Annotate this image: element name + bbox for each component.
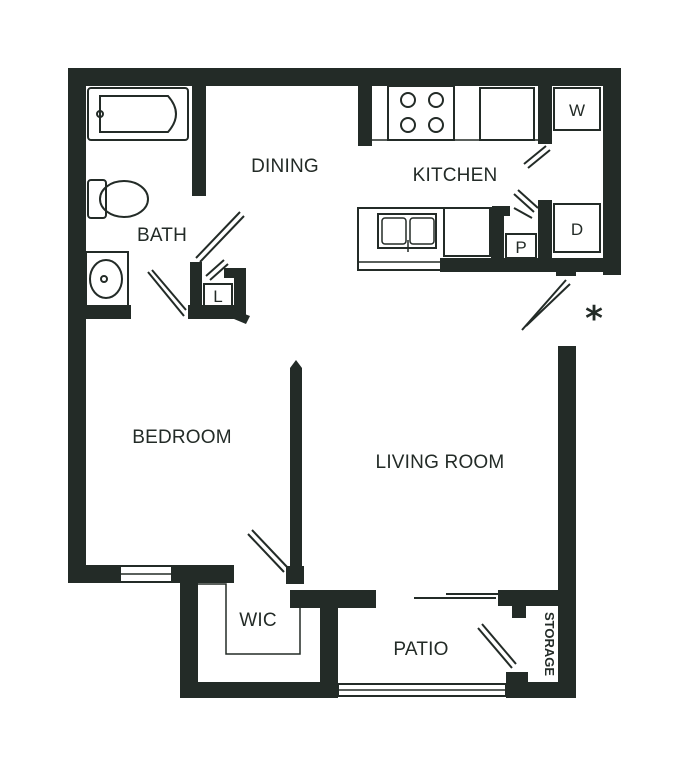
kitchen-counter [357, 207, 493, 271]
label-bedroom: BEDROOM [132, 427, 232, 448]
wall-laundry-left [538, 86, 552, 144]
label-patio: PATIO [393, 639, 448, 660]
wall-patio-bottom-right [506, 682, 576, 698]
wall-partition-tip [290, 360, 302, 368]
wall-kitchen-left-stub [358, 86, 372, 146]
washer-box [553, 87, 601, 131]
dryer-label: D [571, 220, 583, 239]
wall-linen-left [190, 262, 202, 319]
label-wic: WIC [239, 610, 277, 631]
washer-label: W [569, 101, 585, 120]
wall-bedroom-living [290, 368, 302, 573]
wall-bath-bottom-right [188, 305, 246, 319]
label-living-room: LIVING ROOM [376, 452, 505, 473]
wall-laundry-jamb [556, 258, 576, 276]
wall-bath-bottom [86, 305, 131, 319]
wall-right-kitchen [603, 68, 621, 275]
doors [147, 145, 571, 669]
stove [387, 85, 455, 141]
wall-storage-top [498, 590, 576, 606]
wall-wic-left [180, 565, 198, 698]
wic-shelf [198, 583, 301, 655]
walls [68, 68, 621, 698]
entry-asterisk: * [585, 299, 603, 339]
appliances: W D P L [203, 87, 601, 307]
bath-fixtures [85, 87, 189, 307]
wall-wic-bottom [180, 682, 338, 698]
label-dining: DINING [251, 156, 319, 177]
pantry-label: P [515, 238, 526, 257]
wall-linen-right [234, 270, 246, 319]
wall-living-bottom [290, 590, 376, 608]
wall-pantry-top [492, 206, 510, 216]
kitchen-sink [377, 213, 437, 249]
bath-sink [89, 259, 123, 299]
wall-left [68, 68, 86, 583]
room-labels: DINING KITCHEN BATH BEDROOM LIVING ROOM … [132, 156, 557, 676]
wall-top [68, 68, 621, 86]
wall-bedroom-bottom-left [68, 565, 120, 583]
wall-wic-top-right [286, 566, 304, 584]
linen-box [203, 283, 233, 307]
wall-linen-corner [234, 310, 250, 324]
label-kitchen: KITCHEN [413, 165, 498, 186]
windows [119, 565, 507, 697]
wall-laundry-left-lower [538, 200, 552, 262]
bath-vanity [85, 251, 129, 307]
dishwasher [443, 207, 491, 257]
kitchen-fixtures [357, 85, 538, 271]
wall-linen-top [224, 268, 246, 278]
toilet-tank [87, 179, 107, 219]
wall-bath-upper [192, 86, 206, 196]
toilet-bowl [99, 180, 149, 218]
wall-wic-right [320, 590, 338, 698]
label-storage: STORAGE [542, 612, 557, 676]
bathtub [87, 87, 189, 141]
label-bath: BATH [137, 225, 187, 246]
wall-right-living [558, 346, 576, 698]
wall-storage-stub [512, 598, 526, 618]
wall-pantry-left [492, 206, 504, 262]
dryer-box [553, 203, 601, 253]
linen-label: L [213, 287, 222, 306]
refrigerator [479, 87, 535, 141]
pantry-box [505, 233, 537, 259]
